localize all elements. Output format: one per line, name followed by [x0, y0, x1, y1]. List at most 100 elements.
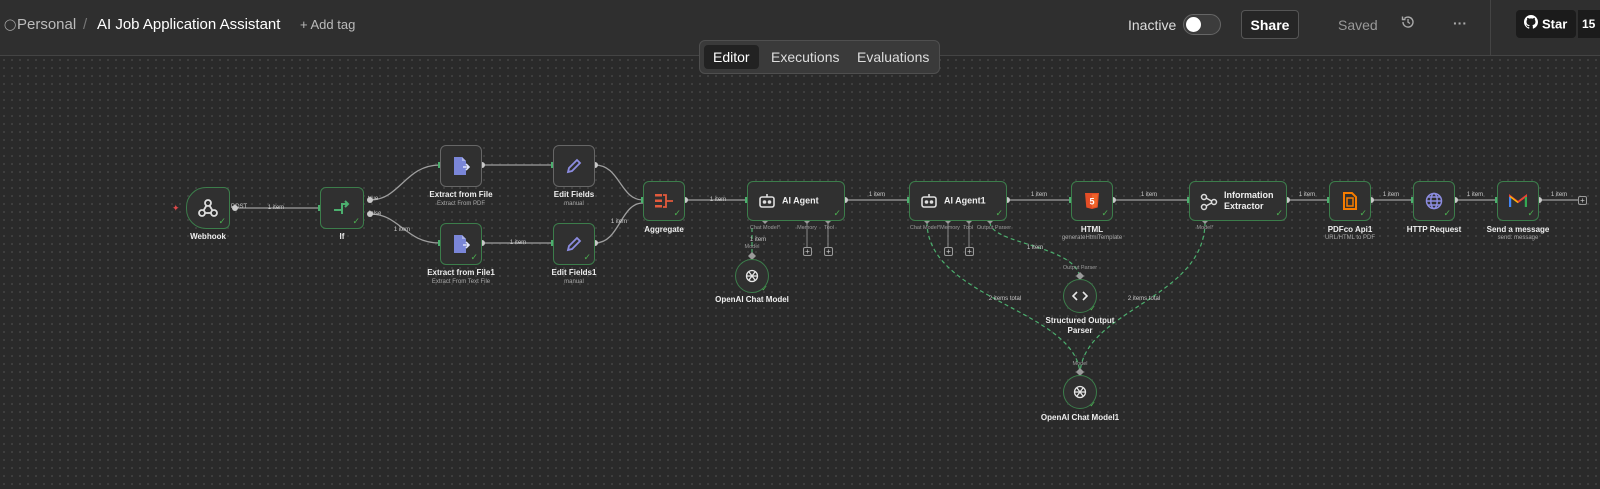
edge-edit1-aggregate[interactable]: [594, 202, 644, 244]
add-node-plus-icon[interactable]: +: [1578, 196, 1587, 205]
success-check-icon: ✓: [761, 284, 768, 293]
node-edit-fields1[interactable]: ✓: [553, 223, 595, 265]
file-extract-icon: [452, 156, 470, 176]
tab-evaluations[interactable]: Evaluations: [857, 49, 930, 65]
port-label-model: Model: [744, 244, 760, 250]
node-label-send-a-message: Send a message: [1486, 225, 1550, 234]
pdf-icon: [1343, 192, 1357, 210]
node-aggregate[interactable]: ✓: [643, 181, 685, 221]
tab-executions[interactable]: Executions: [771, 49, 840, 65]
svg-text:5: 5: [1089, 197, 1094, 207]
add-tool1-plus-icon[interactable]: +: [965, 247, 974, 256]
workflow-name[interactable]: AI Job Application Assistant: [97, 16, 281, 33]
node-http-request[interactable]: ✓: [1413, 181, 1455, 221]
share-button[interactable]: Share: [1241, 10, 1299, 39]
node-extract-from-file1[interactable]: ✓: [440, 223, 482, 265]
node-label-openai-chat-model1: OpenAI Chat Model1: [1040, 413, 1120, 422]
node-openai-chat-model[interactable]: ✓: [735, 259, 769, 293]
html5-icon: 5: [1084, 192, 1100, 210]
user-icon: ◯: [4, 19, 17, 31]
node-extract-from-file[interactable]: [440, 145, 482, 187]
node-structured-output-parser[interactable]: ✓: [1063, 279, 1097, 313]
node-label-webhook: Webhook: [190, 232, 226, 241]
node-sub-extract-from-file: Extract From PDF: [436, 201, 486, 207]
edge-label: 2 items total: [1127, 296, 1161, 302]
add-tag-button[interactable]: + Add tag: [300, 17, 356, 32]
trigger-bolt-icon: ✦: [172, 203, 180, 213]
label-line2: Parser: [1067, 326, 1093, 335]
node-pdfco-api1[interactable]: ✓: [1329, 181, 1371, 221]
history-icon[interactable]: [1400, 14, 1416, 33]
edge-edit-aggregate[interactable]: [594, 164, 644, 201]
node-sub-edit-fields: manual: [564, 201, 584, 207]
robot-icon: [920, 193, 938, 214]
node-if[interactable]: ✓: [320, 187, 364, 229]
label-line2: Extractor: [1224, 201, 1264, 211]
breadcrumb-separator: /: [83, 16, 88, 33]
edge-openai1-agent1[interactable]: [926, 221, 1081, 377]
node-openai-chat-model1[interactable]: ✓: [1063, 375, 1097, 409]
pencil-icon: [565, 235, 583, 253]
edge-label: 1 item: [509, 240, 527, 246]
active-toggle[interactable]: [1183, 14, 1221, 35]
success-check-icon: ✓: [1359, 208, 1367, 218]
success-check-icon: ✓: [995, 208, 1003, 218]
add-memory-plus-icon[interactable]: +: [803, 247, 812, 256]
edge-openai1-extractor[interactable]: [1079, 221, 1206, 377]
port-label-true: true: [367, 196, 379, 202]
github-star-button[interactable]: Star: [1516, 10, 1576, 38]
globe-icon: [1425, 192, 1443, 210]
port-label-memory-1: Memory: [940, 225, 960, 231]
node-sub-pdfco-api1: URL/HTML to PDF: [1324, 235, 1376, 241]
success-check-icon: ✓: [1089, 304, 1096, 313]
node-label-pdfco-api1: PDFco Api1: [1327, 225, 1373, 234]
breadcrumb-owner[interactable]: Personal: [17, 16, 77, 33]
node-label-extract-from-file1: Extract from File1: [427, 268, 495, 277]
node-send-a-message[interactable]: ✓: [1497, 181, 1539, 221]
toggle-knob: [1186, 17, 1201, 32]
add-tool-plus-icon[interactable]: +: [824, 247, 833, 256]
more-options-button[interactable]: ···: [1453, 15, 1467, 31]
node-ai-agent1[interactable]: AI Agent1 ✓: [909, 181, 1007, 221]
node-ai-agent[interactable]: AI Agent ✓: [747, 181, 845, 221]
tab-editor[interactable]: Editor: [704, 45, 759, 69]
port-label-output-parser-top: Output Parser: [1062, 265, 1098, 271]
node-html[interactable]: 5 ✓: [1071, 181, 1113, 221]
webhook-icon: [197, 198, 219, 218]
port-label-chat-model: Chat Model*: [749, 225, 781, 231]
edge-label: 1 item: [868, 192, 886, 198]
success-check-icon: ✓: [218, 216, 226, 226]
edge-parser-agent1[interactable]: [989, 221, 1081, 281]
add-memory1-plus-icon[interactable]: +: [944, 247, 953, 256]
edge-if-false-extract1[interactable]: [369, 213, 441, 244]
divider: [1490, 0, 1491, 56]
port-label-tool: Tool: [823, 225, 835, 231]
node-label-ai-agent: AI Agent: [782, 195, 819, 206]
edge-label: 1 item: [1030, 192, 1048, 198]
edge-label: 1 item: [1026, 245, 1044, 251]
port-label-post: POST: [230, 204, 248, 210]
status-label: Inactive: [1128, 17, 1177, 33]
view-tabs: Editor Executions Evaluations: [699, 40, 940, 74]
node-label-aggregate: Aggregate: [644, 225, 684, 234]
workflow-canvas[interactable]: [0, 56, 1600, 489]
edge-label: 1 item: [393, 227, 411, 233]
edge-label: 1 item: [749, 237, 767, 243]
pencil-icon: [565, 157, 583, 175]
node-webhook[interactable]: ✓: [186, 187, 230, 229]
node-edit-fields[interactable]: [553, 145, 595, 187]
port-label-model-top: Model: [1072, 361, 1088, 367]
github-icon: [1524, 11, 1538, 39]
port-label-false: false: [368, 211, 382, 217]
edge-label: 1 item: [1382, 192, 1400, 198]
github-star-label: Star: [1542, 16, 1568, 32]
success-check-icon: ✓: [1089, 400, 1096, 409]
edge-if-true-extract[interactable]: [369, 164, 441, 201]
edge-label: 1 item: [267, 205, 285, 211]
code-icon: [1072, 290, 1088, 302]
robot-icon: [758, 193, 776, 214]
success-check-icon: ✓: [1101, 208, 1109, 218]
